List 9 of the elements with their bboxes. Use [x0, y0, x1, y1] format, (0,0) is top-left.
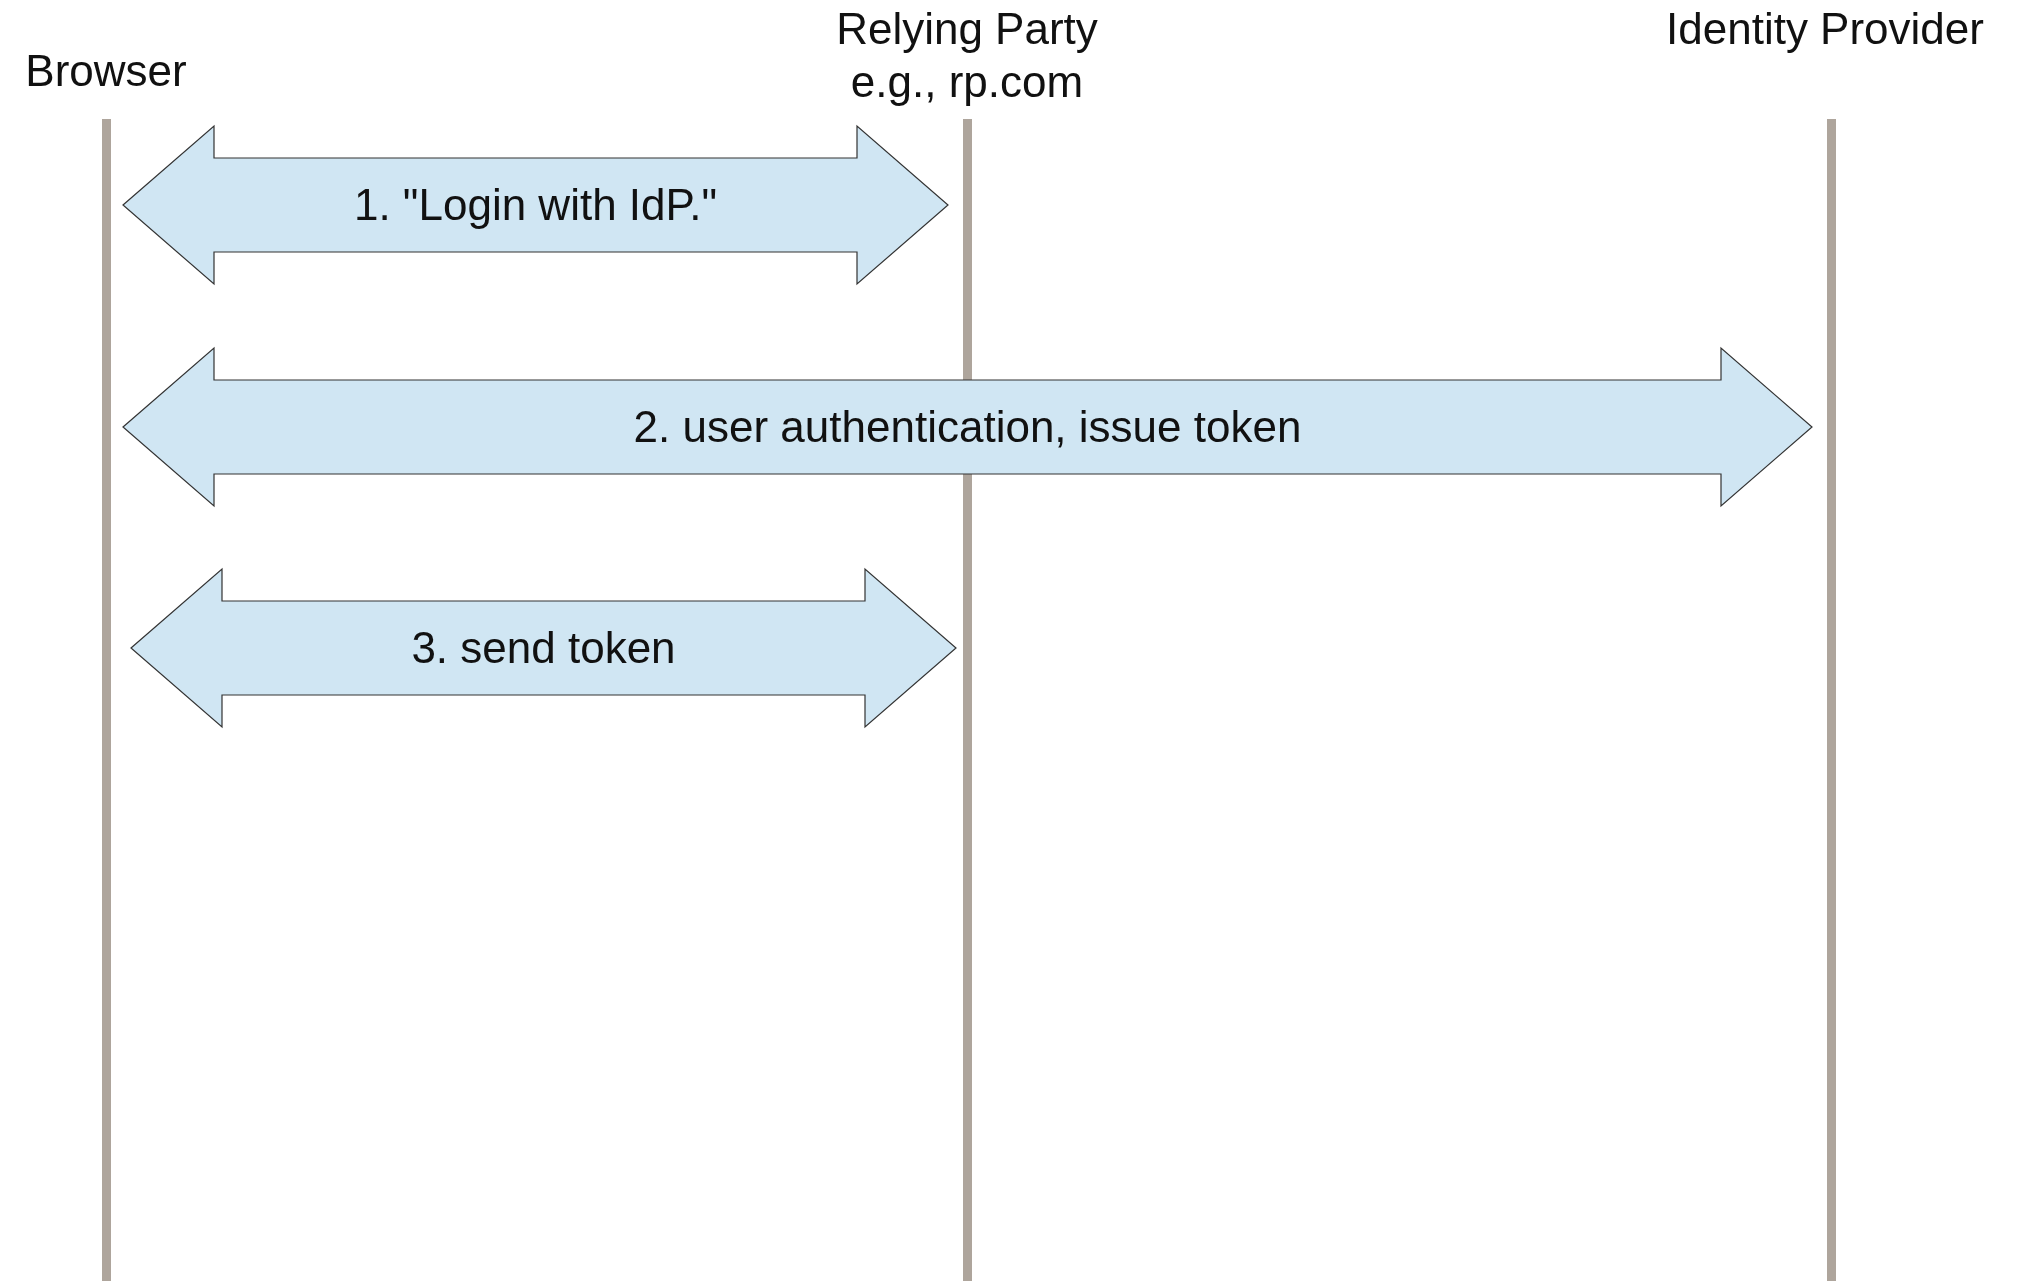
edge-label: 2. user authentication, issue token: [633, 401, 1302, 453]
double-block-arrow: [130, 567, 957, 729]
double-block-arrow: [122, 346, 1813, 508]
participant-label: Relying Party e.g., rp.com: [836, 4, 1098, 106]
double-block-arrow: [122, 124, 949, 286]
edge-label: 3. send token: [411, 622, 676, 674]
edge-label: 1. "Login with IdP.": [353, 179, 718, 231]
participant-label: Browser: [25, 46, 187, 95]
participant-label: Identity Provider: [1666, 4, 1984, 53]
